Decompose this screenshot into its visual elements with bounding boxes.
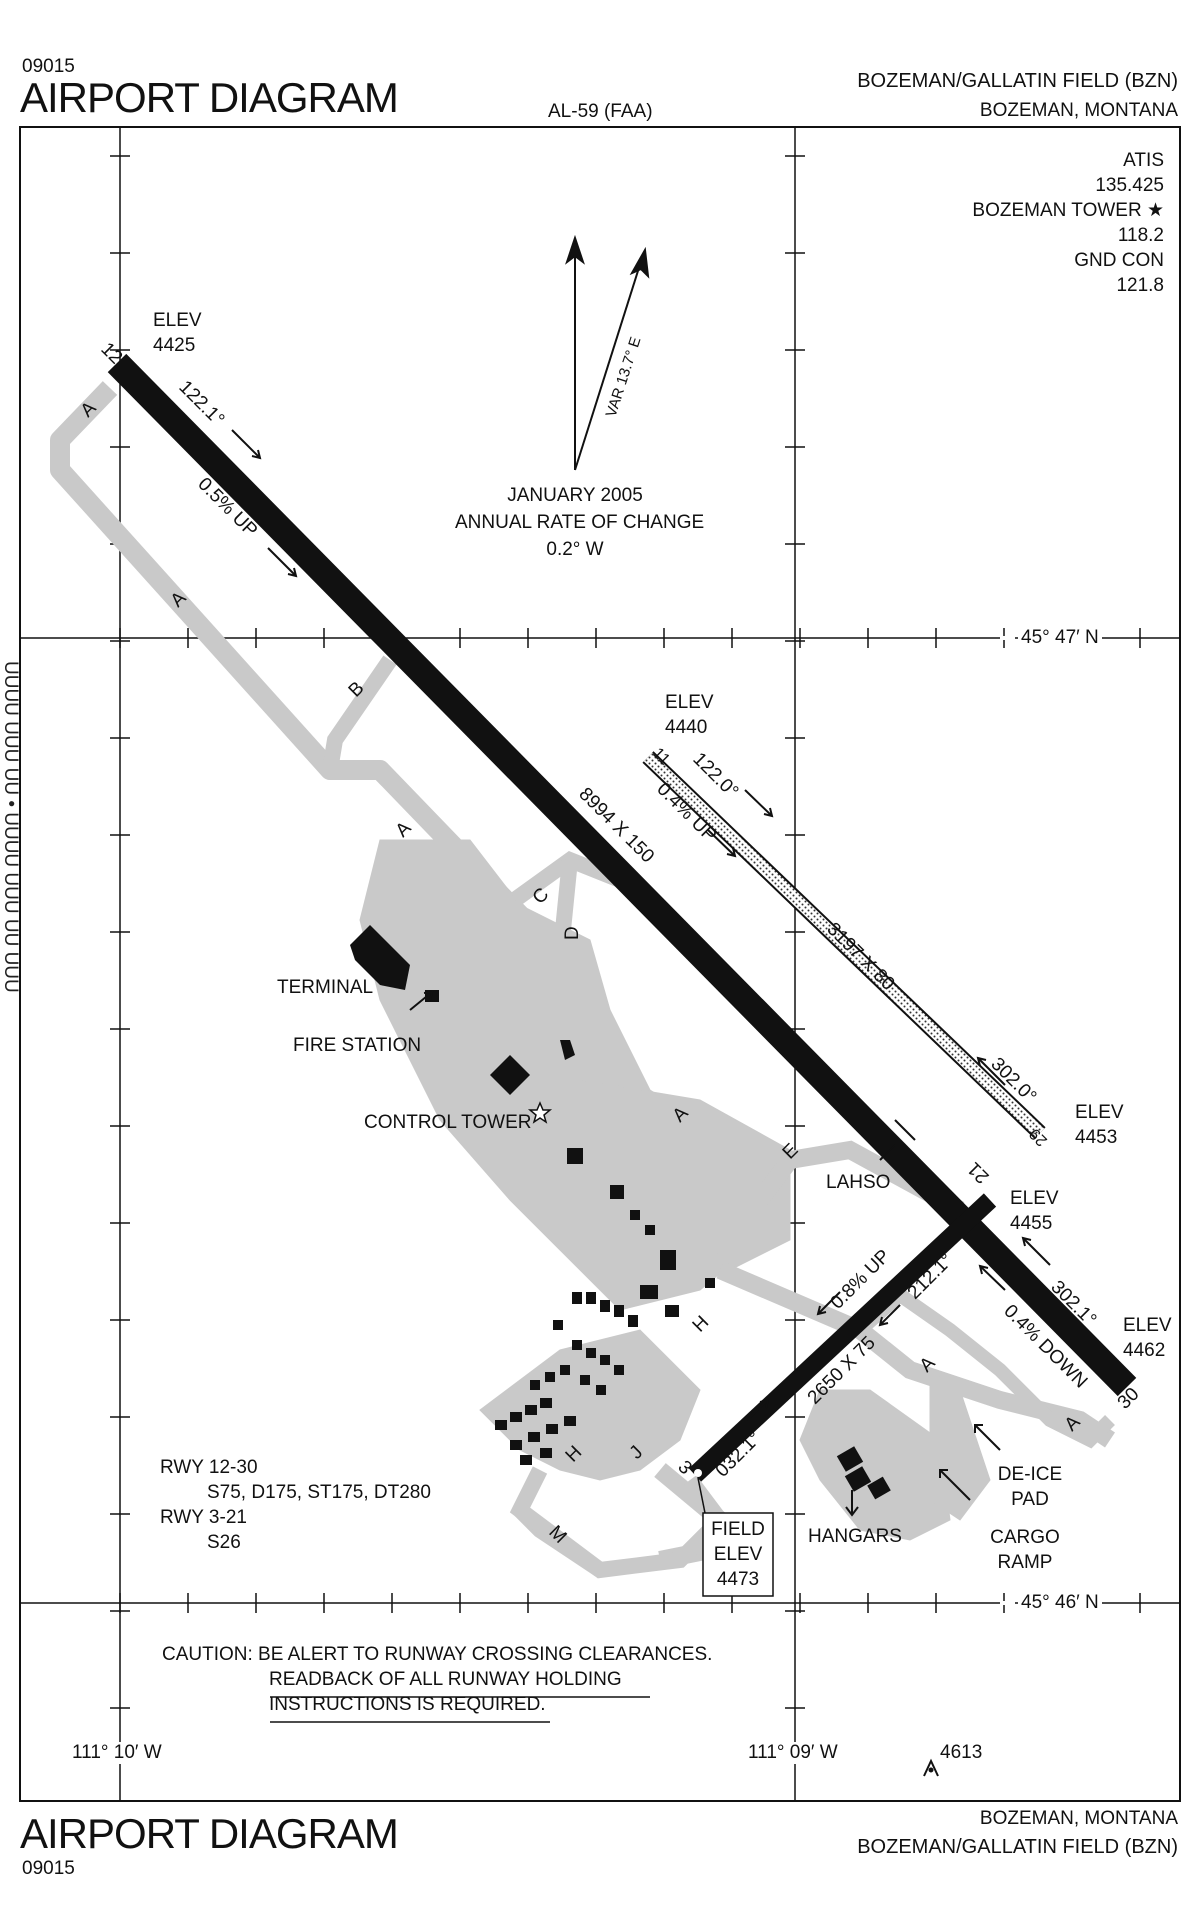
diagram-frame (19, 126, 1181, 1802)
terminal-building (350, 925, 410, 990)
strength-values: S26 (207, 1532, 241, 1553)
elev-21: ELEV 4455 (1010, 1186, 1059, 1236)
elev-12: ELEV 4425 (153, 308, 202, 358)
caution-line: CAUTION: BE ALERT TO RUNWAY CROSSING CLE… (162, 1644, 713, 1665)
deice-line: PAD (1011, 1489, 1049, 1510)
control-tower-building (490, 1055, 530, 1095)
taxiway-a-label: A (392, 817, 416, 841)
frequency-block: ATIS 135.425 BOZEMAN TOWER ★ 118.2 GND C… (972, 148, 1164, 298)
cargo-line: RAMP (997, 1552, 1053, 1573)
runway-strength-block: RWY 12-30 S75, D175, ST175, DT280 RWY 3-… (160, 1455, 431, 1555)
cargo-line: CARGO (990, 1527, 1060, 1548)
deice-pad-label: DE-ICE PAD (990, 1462, 1070, 1512)
field-line: FIELD (711, 1519, 765, 1540)
grid-ticks (110, 155, 1141, 1709)
airport-name: BOZEMAN/GALLATIN FIELD (BZN) (857, 70, 1178, 92)
strength-values: S75, D175, ST175, DT280 (207, 1482, 431, 1503)
buildings (350, 925, 891, 1500)
heading-arrows (231, 429, 1051, 1517)
atis-frequency: 135.425 (1095, 175, 1164, 196)
obstacle-icon (923, 1758, 939, 1777)
terminal-label: TERMINAL (277, 977, 374, 998)
strength-rwy: RWY 3-21 (160, 1507, 247, 1528)
annual-rate-value: 0.2° W (546, 539, 604, 560)
tower-frequency: 118.2 (1117, 225, 1164, 246)
hangar-3 (867, 1476, 891, 1500)
ga-hangars (495, 1292, 638, 1465)
caution-line: READBACK OF ALL RUNWAY HOLDING (269, 1669, 622, 1690)
rwy-21-end: 21 (964, 1158, 994, 1188)
taxiways (50, 381, 1115, 1579)
elev-label: ELEV (665, 692, 714, 713)
runway-3-21 (688, 1193, 997, 1482)
field-line: ELEV (713, 1544, 763, 1565)
field-elev-label: FIELD ELEV 4473 (703, 1517, 773, 1592)
cargo-ramp-label: CARGO RAMP (975, 1525, 1075, 1575)
runway-12-30 (107, 353, 1137, 1397)
field-line: 4473 (716, 1569, 760, 1590)
taxiway-h-label: H (689, 1312, 714, 1337)
elev-label: ELEV (1123, 1315, 1172, 1336)
hangar-1 (836, 1446, 864, 1472)
strength-rwy: RWY 12-30 (160, 1457, 258, 1478)
elev-label: ELEV (153, 310, 202, 331)
hangar-2 (844, 1466, 872, 1492)
magnetic-variation-block: JANUARY 2005 ANNUAL RATE OF CHANGE 0.2° … (455, 482, 705, 563)
latitude-north: 45° 47′ N (1018, 627, 1102, 649)
gnd-label: GND CON (1074, 250, 1164, 271)
control-tower-icon (527, 1101, 553, 1124)
elev-30: ELEV 4462 (1123, 1313, 1172, 1363)
lahso-marker (879, 1119, 916, 1161)
atis-label: ATIS (1123, 150, 1164, 171)
annual-rate-label: ANNUAL RATE OF CHANGE (455, 512, 705, 533)
elev-11: ELEV 4440 (665, 690, 714, 740)
gnd-frequency: 121.8 (1116, 275, 1164, 296)
lahso-label: LAHSO (826, 1172, 891, 1193)
footer-title: AIRPORT DIAGRAM (20, 1810, 399, 1857)
longitude-east: 111° 09′ W (748, 1742, 838, 1764)
elev-value: 4462 (1123, 1340, 1166, 1361)
fire-station-label: FIRE STATION (293, 1035, 422, 1056)
city-state: BOZEMAN, MONTANA (979, 100, 1178, 121)
runway-11-29 (643, 752, 1045, 1138)
longitude-west: 111° 10′ W (72, 1742, 162, 1764)
procedure-id: AL-59 (FAA) (548, 101, 653, 122)
control-tower-label: CONTROL TOWER (364, 1112, 532, 1133)
elev-label: ELEV (1010, 1188, 1059, 1209)
hangars-label: HANGARS (808, 1526, 902, 1547)
obstacle-elev: 4613 (940, 1742, 983, 1763)
runways (107, 353, 1137, 1482)
deice-line: DE-ICE (997, 1464, 1063, 1485)
elev-label: ELEV (1075, 1102, 1124, 1123)
var-label: VAR 13.7° E (603, 335, 645, 419)
caution-note: CAUTION: BE ALERT TO RUNWAY CROSSING CLE… (162, 1642, 712, 1717)
elev-value: 4453 (1075, 1127, 1118, 1148)
footer-chart-number: 09015 (22, 1858, 75, 1879)
tower-label: BOZEMAN TOWER ★ (972, 200, 1164, 221)
rwy-11-29-dims: 3197 X 80 (822, 919, 898, 995)
elev-29: ELEV 4453 (1075, 1100, 1124, 1150)
taxiway-d-label: D (562, 926, 583, 940)
footer-city-state: BOZEMAN, MONTANA (979, 1808, 1178, 1829)
var-date: JANUARY 2005 (507, 485, 643, 506)
footer-airport-name: BOZEMAN/GALLATIN FIELD (BZN) (857, 1836, 1178, 1858)
elev-value: 4440 (665, 717, 708, 738)
latitude-south: 45° 46′ N (1018, 1592, 1102, 1614)
caution-line: INSTRUCTIONS IS REQUIRED. (269, 1694, 546, 1715)
north-arrows (565, 234, 650, 471)
elev-value: 4455 (1010, 1213, 1053, 1234)
page-title: AIRPORT DIAGRAM (20, 74, 399, 121)
elev-value: 4425 (153, 335, 196, 356)
field-elev-box (702, 1512, 774, 1597)
chart-number: 09015 (22, 56, 75, 77)
